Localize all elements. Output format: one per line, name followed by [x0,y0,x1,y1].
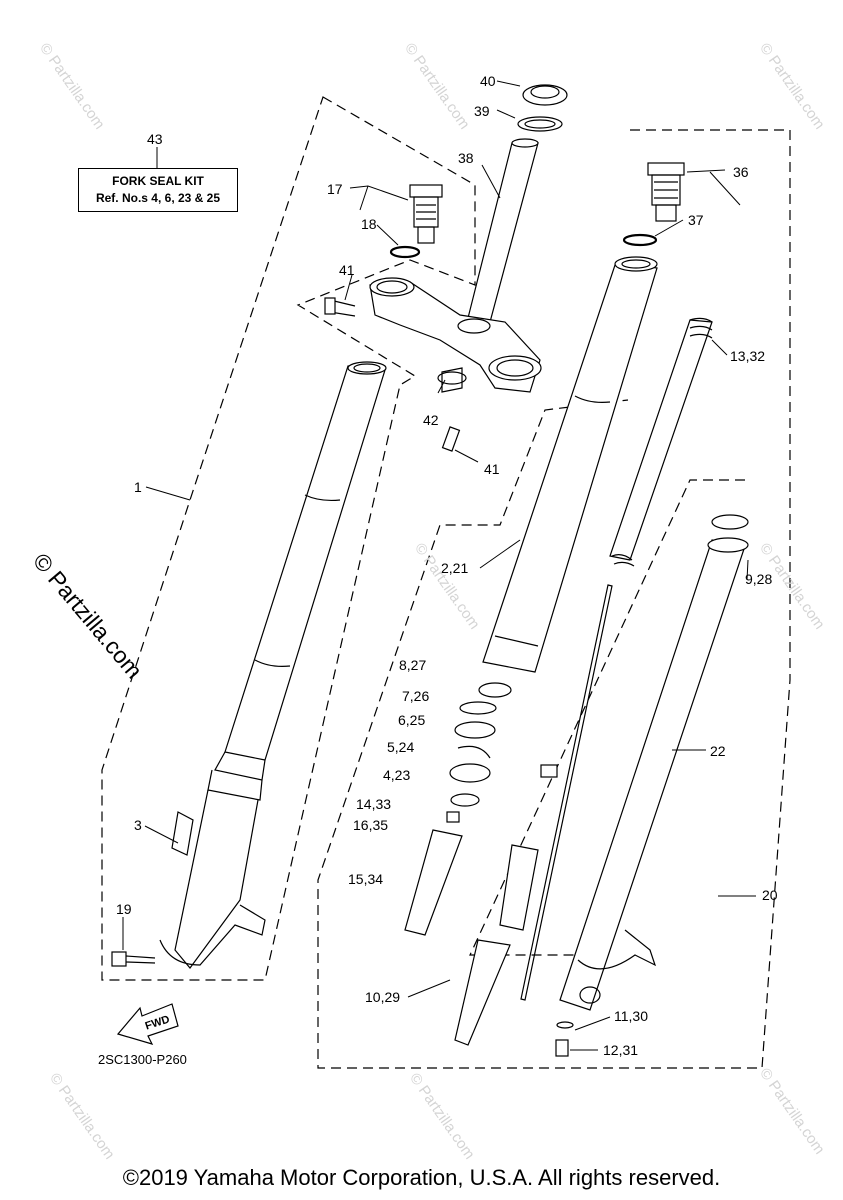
callout-18[interactable]: 18 [361,216,377,232]
callout-40[interactable]: 40 [480,73,496,89]
callout-7-26[interactable]: 7,26 [402,688,430,704]
callout-13-32[interactable]: 13,32 [730,348,766,364]
fork-seal-kit-box: FORK SEAL KIT Ref. No.s 4, 6, 23 & 25 [78,168,238,212]
left-axle-bolt [111,951,156,967]
callout-8-27[interactable]: 8,27 [399,657,427,673]
diagram-code: 2SC1300-P260 [98,1052,187,1067]
seal-stack [404,682,512,936]
callout-11-30[interactable]: 11,30 [614,1008,648,1024]
callout-36[interactable]: 36 [733,164,749,180]
callout-2-21[interactable]: 2,21 [441,560,469,576]
copyright-notice: ©2019 Yamaha Motor Corporation, U.S.A. A… [122,1165,721,1190]
kit-refs: Ref. No.s 4, 6, 23 & 25 [95,191,221,205]
leader-lines [122,80,756,1051]
callout-39[interactable]: 39 [474,103,490,119]
callout-1[interactable]: 1 [134,479,142,495]
fork-spring [609,317,713,567]
callout-41-lower[interactable]: 41 [484,461,500,477]
kit-title: FORK SEAL KIT [112,174,204,188]
damper-rod [454,584,613,1046]
callout-9-28[interactable]: 9,28 [745,571,773,587]
callout-3[interactable]: 3 [134,817,142,833]
callout-42[interactable]: 42 [423,412,439,428]
callout-12-31[interactable]: 12,31 [603,1042,639,1058]
right-top-cap [622,162,685,247]
callout-37[interactable]: 37 [688,212,704,228]
callout-5-24[interactable]: 5,24 [387,739,415,755]
callout-15-34[interactable]: 15,34 [348,871,384,887]
callout-41-upper[interactable]: 41 [339,262,355,278]
callout-19[interactable]: 19 [116,901,132,917]
callout-6-25[interactable]: 6,25 [398,712,426,728]
callout-20[interactable]: 20 [762,887,778,903]
right-outer-tube [482,256,658,673]
callout-16-35[interactable]: 16,35 [353,817,389,833]
callout-14-33[interactable]: 14,33 [356,796,392,812]
fwd-arrow [116,1003,179,1045]
inner-tube [555,514,749,1057]
callout-43[interactable]: 43 [147,131,163,147]
callout-22[interactable]: 22 [710,743,726,759]
callout-17[interactable]: 17 [327,181,343,197]
left-top-cap [389,184,443,259]
callout-38[interactable]: 38 [458,150,474,166]
assembly-outline-left [101,96,476,981]
under-bracket [324,277,542,452]
left-outer-tube [159,361,387,969]
callout-10-29[interactable]: 10,29 [365,989,401,1005]
steering-stem [467,84,568,323]
assembly-outline-inner [469,479,745,956]
assembly-outline-right [317,129,791,1069]
callout-4-23[interactable]: 4,23 [383,767,411,783]
